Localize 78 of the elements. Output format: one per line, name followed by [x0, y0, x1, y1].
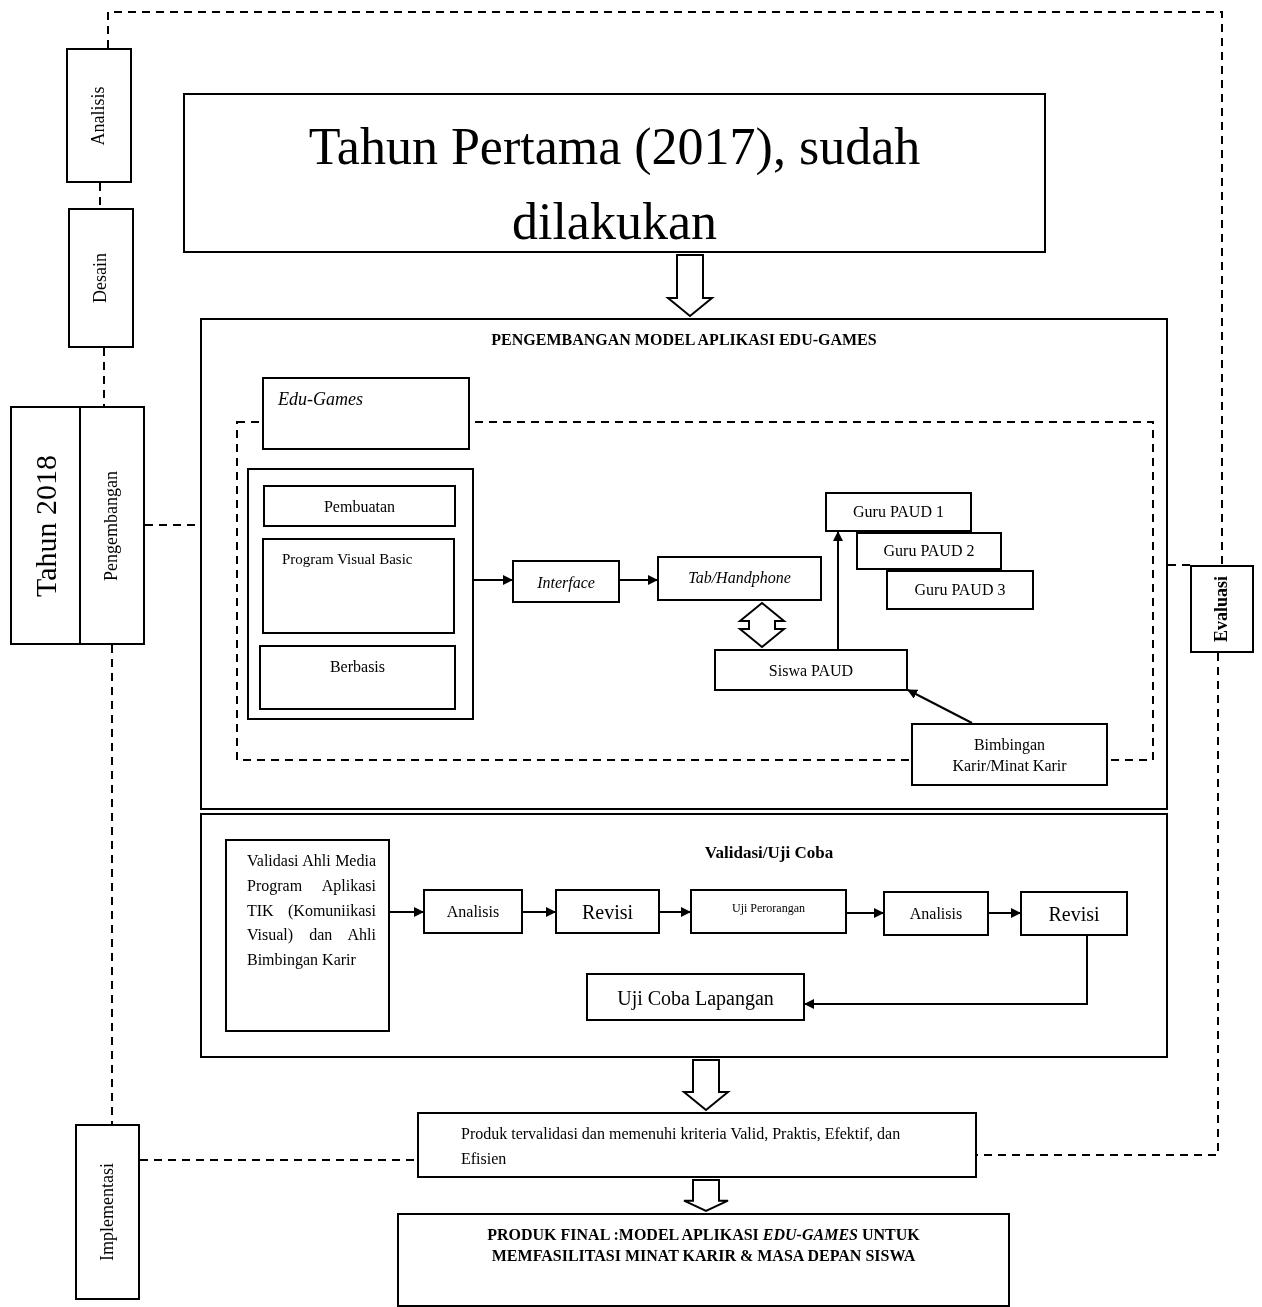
arrow — [907, 689, 973, 724]
panel — [200, 813, 1168, 1058]
arrow — [473, 575, 513, 585]
node-label: Analisis — [908, 904, 964, 924]
arrow — [522, 907, 556, 917]
node-label: Revisi — [580, 900, 635, 924]
dashed-connector — [111, 644, 113, 1125]
dashed-connector — [976, 652, 1219, 1156]
node-label: Guru PAUD 3 — [913, 580, 1007, 600]
process-box — [259, 645, 456, 710]
stage-box — [79, 406, 145, 645]
process-box — [1020, 891, 1128, 936]
process-box — [657, 556, 822, 601]
node-label: Tahun Pertama (2017), sudah dilakukan — [307, 117, 922, 253]
process-box — [911, 723, 1108, 786]
process-box — [263, 485, 456, 527]
process-box — [690, 889, 847, 934]
node-label: Uji Perorangan — [731, 901, 806, 916]
panel — [200, 318, 1168, 810]
process-box — [886, 570, 1034, 610]
stage-box — [68, 208, 134, 348]
node-label: PRODUK FINAL :MODEL APLIKASI EDU-GAMES UNTUK MEMFASILITASI MINAT KARIR & MASA DEPAN SISWA — [486, 1225, 921, 1266]
node-label: Siswa PAUD — [767, 661, 855, 681]
process-box — [512, 560, 620, 603]
arrow — [846, 908, 884, 918]
panel-title: PENGEMBANGAN MODEL APLIKASI EDU-GAMES — [490, 330, 878, 350]
process-box — [225, 839, 390, 1032]
node-label: Edu-Games — [278, 389, 364, 411]
year-box — [10, 406, 81, 645]
vertical-label: Pengembangan — [101, 470, 123, 581]
vertical-label: Analisis — [88, 86, 110, 145]
process-box — [586, 973, 805, 1021]
arrow — [833, 531, 843, 650]
vertical-label: Evaluasi — [1211, 576, 1233, 642]
process-box — [825, 492, 972, 532]
node-label: Interface — [536, 573, 596, 593]
node-label: Bimbingan Karir/Minat Karir — [951, 735, 1068, 776]
double-block-arrow — [737, 601, 787, 649]
node-label: Guru PAUD 1 — [852, 502, 945, 522]
arrow — [804, 935, 1088, 1009]
node-label: Guru PAUD 2 — [882, 541, 976, 561]
process-box — [714, 649, 908, 691]
final-product-box — [397, 1213, 1010, 1307]
title-box — [183, 93, 1046, 253]
arrow — [389, 907, 424, 917]
block-arrow — [683, 1179, 729, 1213]
node-label: Uji Coba Lapangan — [616, 986, 775, 1010]
process-box — [856, 532, 1002, 570]
process-box — [555, 889, 660, 934]
dashed-connector — [103, 347, 105, 407]
arrow — [659, 907, 691, 917]
node-label: Berbasis — [328, 657, 387, 677]
node-label: Analisis — [445, 902, 501, 922]
node-label: Revisi — [1047, 902, 1101, 926]
label-box — [262, 377, 470, 450]
dashed-connector — [1167, 564, 1191, 566]
process-box — [883, 891, 989, 936]
node-label: Validasi Ahli Media Program Aplikasi TIK (Komuniikasi Visual) dan Ahli Bimbingan Karir — [247, 851, 376, 971]
result-box — [417, 1112, 977, 1178]
block-arrow — [681, 1059, 731, 1112]
node-label: Tab/Handphone — [687, 568, 792, 588]
stage-box — [66, 48, 132, 183]
group-box — [247, 468, 474, 720]
stage-box — [75, 1124, 140, 1300]
dashed-connector — [107, 11, 1223, 566]
panel-title: Validasi/Uji Coba — [703, 843, 835, 864]
node-label: Pembuatan — [322, 497, 397, 517]
process-box — [262, 538, 455, 634]
stage-box — [1190, 565, 1254, 653]
vertical-label: Implementasi — [96, 1163, 118, 1261]
block-arrow — [665, 254, 715, 318]
vertical-label: Tahun 2018 — [27, 454, 63, 597]
arrow — [619, 575, 658, 585]
node-label: Produk tervalidasi dan memenuhi kriteria Valid, Praktis, Efektif, dan Efisien — [461, 1124, 902, 1169]
process-box — [423, 889, 523, 934]
vertical-label: Desain — [90, 253, 112, 303]
arrow — [988, 908, 1021, 918]
node-label: Program Visual Basic — [282, 550, 414, 568]
